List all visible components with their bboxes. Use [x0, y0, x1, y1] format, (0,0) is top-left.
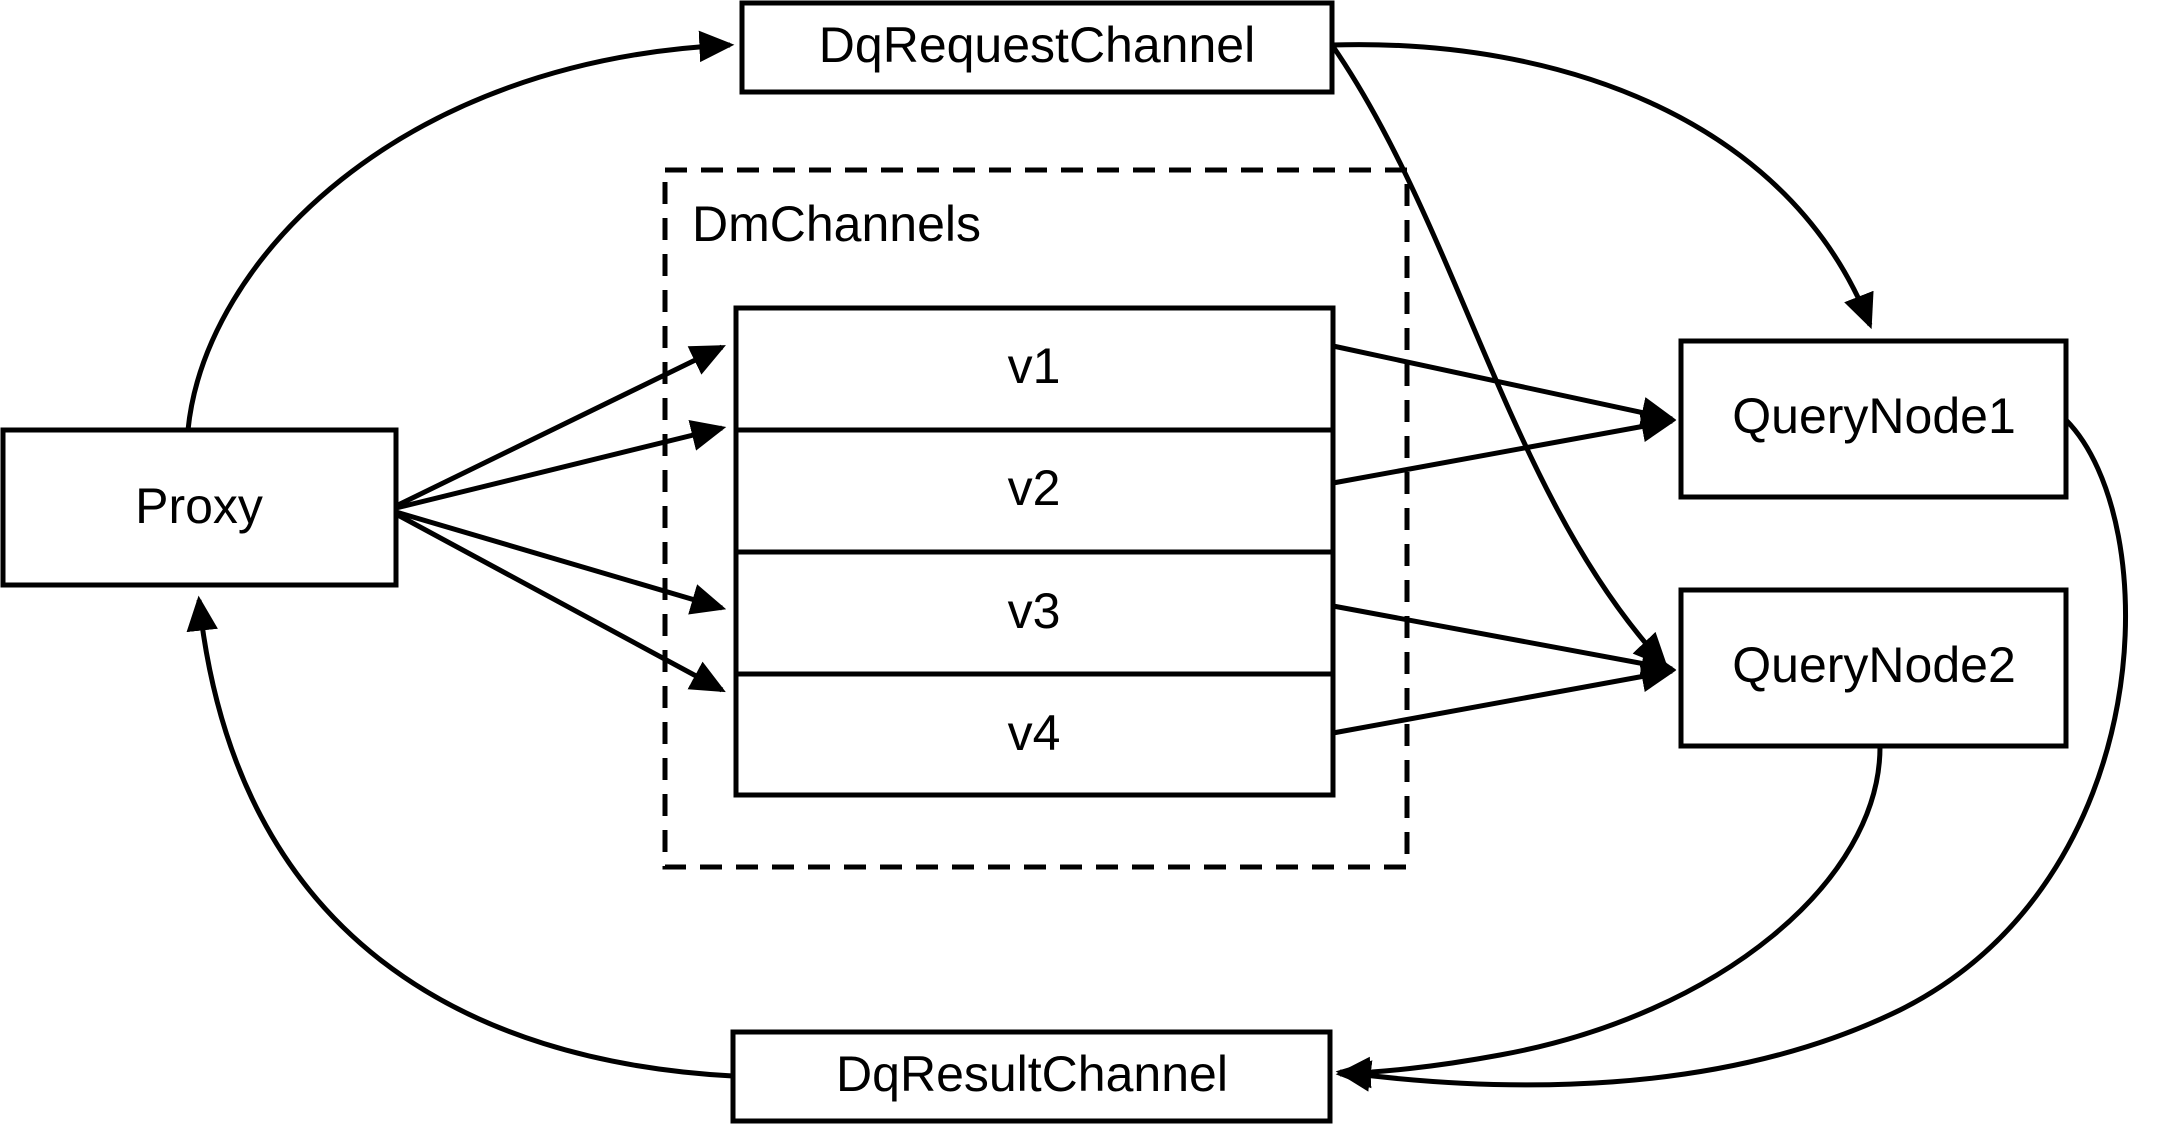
- node-querynode2-box[interactable]: [1678, 587, 2069, 749]
- vchannel-row-v2[interactable]: v2: [1008, 460, 1061, 516]
- node-querynode1-box[interactable]: [1678, 338, 2069, 500]
- dmchannels-group-box: [662, 167, 1410, 870]
- edge-dqresultchannel-to-proxy: [186, 595, 734, 1079]
- vchannel-row-v3[interactable]: v3: [1008, 583, 1061, 639]
- edge-dqrequestchannel-to-querynode1: [1331, 42, 1874, 330]
- edge-querynode1-to-dqresultchannel: [1335, 418, 2129, 1092]
- vchannel-row-v1[interactable]: v1: [1008, 338, 1061, 394]
- edge-v1-to-querynode1: [1332, 343, 1677, 428]
- node-dqresultchannel-label: DqResultChannel: [836, 1046, 1228, 1102]
- edge-v4-to-querynode2: [1332, 661, 1677, 736]
- node-dqrequestchannel-label: DqRequestChannel: [819, 17, 1255, 73]
- node-proxy-label: Proxy: [135, 478, 263, 534]
- vchannel-row-v4[interactable]: v4: [1008, 705, 1061, 761]
- edge-proxy-to-v3: [395, 509, 727, 615]
- dmchannels-group-label: DmChannels: [692, 196, 981, 252]
- edge-proxy-to-v2: [395, 420, 727, 511]
- node-querynode1-label: QueryNode1: [1732, 388, 2016, 444]
- edge-v2-to-querynode1: [1332, 411, 1677, 486]
- node-proxy-box[interactable]: [0, 427, 399, 588]
- edge-v3-to-querynode2: [1332, 603, 1677, 679]
- edge-proxy-to-dqrequestchannel: [185, 30, 735, 431]
- edge-proxy-to-v4: [394, 511, 726, 693]
- node-dqresultchannel-box[interactable]: [730, 1029, 1333, 1124]
- node-querynode2-label: QueryNode2: [1732, 637, 2016, 693]
- node-dqrequestchannel-box[interactable]: [739, 0, 1335, 95]
- edge-proxy-to-v1: [394, 344, 726, 509]
- edge-querynode2-to-dqresultchannel: [1335, 746, 1883, 1089]
- edge-dqrequestchannel-to-querynode2: [1329, 43, 1668, 669]
